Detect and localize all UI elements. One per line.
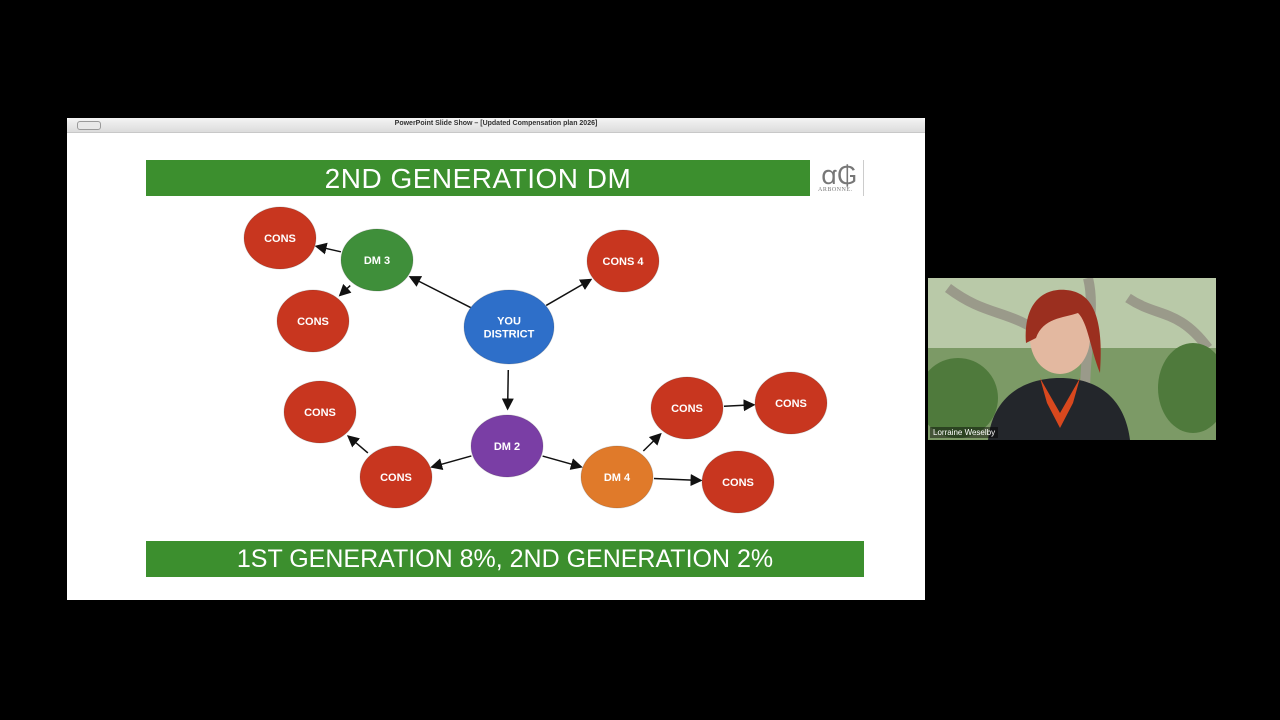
- node-label: YOU: [497, 316, 521, 328]
- node-label: CONS 4: [603, 256, 645, 268]
- node-circle: [276, 289, 350, 353]
- node-label: CONS: [380, 472, 412, 484]
- node-cons_f: CONS: [754, 371, 828, 435]
- window-titlebar: PowerPoint Slide Show – [Updated Compens…: [67, 118, 925, 133]
- node-circle: [754, 371, 828, 435]
- arrow-you-to-cons4: [545, 278, 593, 307]
- node-dm3: DM 3: [340, 228, 414, 292]
- node-cons_b: CONS: [276, 289, 350, 353]
- node-circle: [586, 229, 660, 293]
- window-control-button[interactable]: [77, 121, 101, 130]
- node-label: DM 4: [604, 472, 631, 484]
- arrow-you-to-dm2: [501, 369, 514, 411]
- arrow-dm3-to-cons_b: [338, 283, 352, 297]
- arrow-dm2-to-cons_d: [430, 455, 472, 471]
- slide-title: 2ND GENERATION DM: [146, 160, 810, 196]
- node-circle: [701, 450, 775, 514]
- arrow-dm4-to-cons_g: [653, 474, 703, 487]
- arrow-dm2-to-dm4: [542, 455, 583, 470]
- node-circle: [359, 445, 433, 509]
- arrow-cons_e-to-cons_f: [723, 399, 756, 412]
- node-label: CONS: [304, 407, 336, 419]
- node-label: DISTRICT: [484, 329, 535, 341]
- node-cons_c: CONS: [283, 380, 357, 444]
- slide-footer: 1ST GENERATION 8%, 2ND GENERATION 2%: [146, 541, 864, 577]
- video-frame: [928, 278, 1216, 440]
- node-label: CONS: [722, 477, 754, 489]
- node-label: CONS: [264, 233, 296, 245]
- arrow-cons_d-to-cons_c: [346, 435, 369, 454]
- node-dm2: DM 2: [470, 414, 544, 478]
- node-label: CONS: [775, 398, 807, 410]
- node-cons_d: CONS: [359, 445, 433, 509]
- node-cons_g: CONS: [701, 450, 775, 514]
- node-label: DM 3: [364, 255, 390, 267]
- arbonne-logo-icon: ꭤ₲ ARBONNE.: [813, 160, 864, 196]
- node-circle: [580, 445, 654, 509]
- node-cons_e: CONS: [650, 376, 724, 440]
- logo-mark: ꭤ₲: [821, 160, 858, 190]
- arrow-dm3-to-cons_a: [314, 242, 342, 255]
- window-title: PowerPoint Slide Show – [Updated Compens…: [394, 120, 598, 127]
- participant-video[interactable]: Lorraine Weselby: [928, 278, 1216, 440]
- node-circle: [243, 206, 317, 270]
- node-circle: [470, 414, 544, 478]
- node-circle: [340, 228, 414, 292]
- node-circle: [650, 376, 724, 440]
- node-label: CONS: [671, 403, 703, 415]
- node-dm4: DM 4: [580, 445, 654, 509]
- node-circle: [283, 380, 357, 444]
- logo-wordmark: ARBONNE.: [818, 187, 853, 193]
- node-cons_a: CONS: [243, 206, 317, 270]
- arrow-you-to-dm3: [408, 276, 471, 309]
- node-circle: [463, 289, 555, 365]
- node-label: DM 2: [494, 441, 520, 453]
- node-cons4: CONS 4: [586, 229, 660, 293]
- participant-name: Lorraine Weselby: [930, 427, 999, 438]
- node-label: CONS: [297, 316, 329, 328]
- arrow-dm4-to-cons_e: [642, 432, 662, 452]
